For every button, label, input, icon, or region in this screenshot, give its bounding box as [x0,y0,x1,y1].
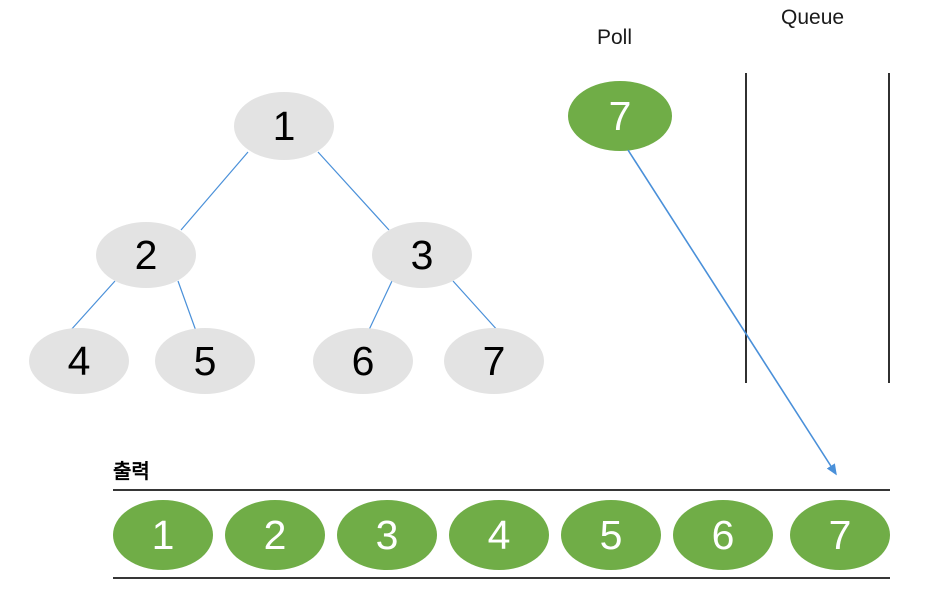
output-node-2[interactable] [225,500,325,570]
tree-edge [317,151,390,231]
tree-edge [69,280,116,332]
poll-node [568,81,672,151]
output-node-7[interactable] [790,500,890,570]
output-node-1[interactable] [113,500,213,570]
output-rails [113,489,890,579]
poll-to-output-arrow [627,149,837,476]
tree-node-6[interactable] [313,328,413,394]
output-node-3[interactable] [337,500,437,570]
tree-edge [177,280,197,332]
tree-node-3[interactable] [372,222,472,288]
output-node-4[interactable] [449,500,549,570]
tree-edge [452,280,500,333]
tree-node-4[interactable] [29,328,129,394]
arrow-line [627,149,837,476]
poll-title: Poll [597,26,633,49]
tree-node-1[interactable] [234,92,334,160]
tree-node-5[interactable] [155,328,255,394]
tree-edge [180,151,249,231]
tree-edges [69,151,500,333]
tree-nodes [29,92,544,394]
output-nodes [113,500,890,570]
tree-node-2[interactable] [96,222,196,288]
output-node-5[interactable] [561,500,661,570]
poll-node-ellipse[interactable] [568,81,672,151]
queue-rails [745,73,890,383]
tree-node-7[interactable] [444,328,544,394]
output-title: 출력 [113,461,150,483]
output-node-6[interactable] [673,500,773,570]
tree-edge [367,280,393,333]
queue-title: Queue [781,6,845,29]
